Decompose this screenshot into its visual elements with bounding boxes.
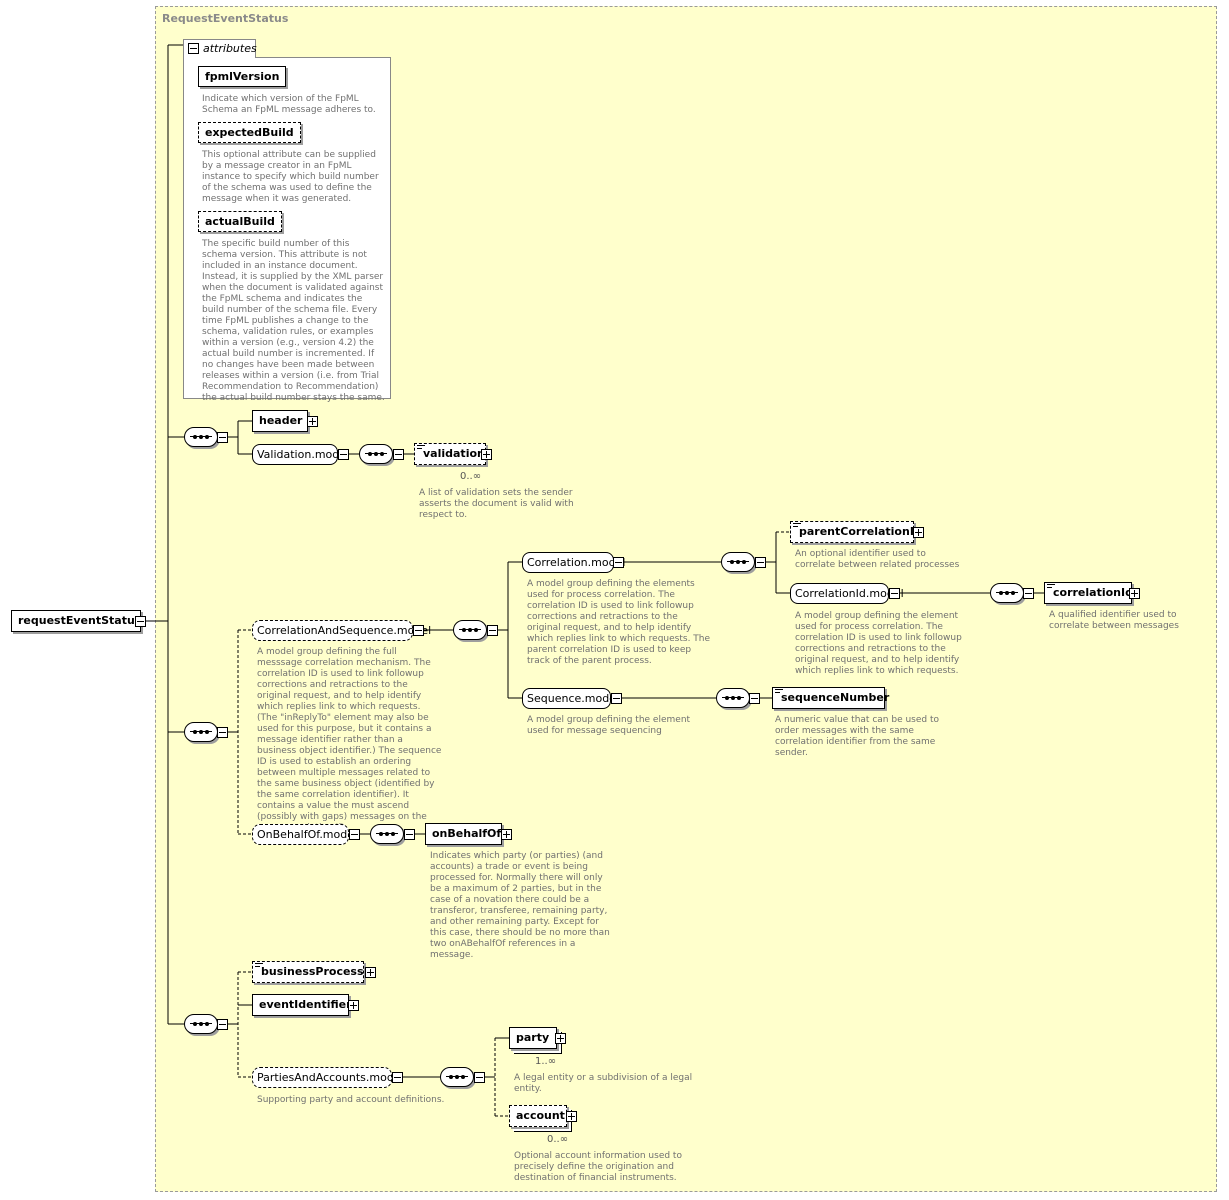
expand-icon[interactable] bbox=[365, 967, 376, 978]
group-validation-model[interactable]: Validation.model bbox=[252, 444, 349, 465]
sequence-compositor-icon[interactable] bbox=[184, 722, 218, 742]
expand-icon[interactable] bbox=[1129, 588, 1140, 599]
sequence-compositor-icon[interactable] bbox=[721, 552, 755, 572]
attribute-expectedbuild[interactable]: expectedBuild bbox=[198, 122, 301, 143]
element-account[interactable]: account bbox=[509, 1105, 567, 1127]
lines-icon bbox=[775, 689, 783, 695]
attribute-fpmlversion[interactable]: fpmlVersion bbox=[198, 66, 287, 87]
sequence-compositor-icon[interactable] bbox=[440, 1067, 474, 1087]
attribute-doc: This optional attribute can be supplied … bbox=[202, 150, 379, 204]
group-sequence-model[interactable]: Sequence.model bbox=[522, 688, 619, 709]
lines-icon bbox=[417, 445, 425, 451]
collapse-icon[interactable] bbox=[217, 727, 228, 738]
collapse-icon[interactable] bbox=[135, 616, 146, 627]
element-on-behalf-of[interactable]: onBehalfOf bbox=[425, 823, 502, 845]
element-doc: A legal entity or a subdivision of a leg… bbox=[514, 1073, 693, 1094]
collapse-icon[interactable] bbox=[413, 625, 424, 636]
root-element[interactable]: requestEventStatus bbox=[11, 610, 141, 632]
group-on-behalf-of-model[interactable]: OnBehalfOf.model bbox=[252, 824, 357, 845]
attributes-tab[interactable]: attributes bbox=[183, 39, 257, 58]
expand-icon[interactable] bbox=[913, 527, 924, 538]
collapse-icon[interactable] bbox=[393, 449, 404, 460]
group-doc: A model group defining the elements used… bbox=[527, 579, 711, 666]
group-correlation-id-model[interactable]: CorrelationId.model bbox=[790, 583, 904, 604]
cardinality: 0..∞ bbox=[460, 471, 482, 482]
lines-icon bbox=[255, 963, 263, 969]
group-doc: A model group defining the element used … bbox=[795, 611, 962, 676]
element-party[interactable]: party bbox=[509, 1027, 557, 1049]
attributes-tab-label: attributes bbox=[203, 42, 257, 55]
lines-icon bbox=[793, 523, 801, 529]
collapse-icon[interactable] bbox=[613, 557, 624, 568]
sequence-compositor-icon[interactable] bbox=[359, 444, 393, 464]
expand-icon[interactable] bbox=[481, 449, 492, 460]
element-doc: Indicates which party (or parties) (and … bbox=[430, 851, 610, 960]
collapse-icon[interactable] bbox=[392, 1072, 403, 1083]
collapse-icon[interactable] bbox=[188, 43, 199, 54]
expand-icon[interactable] bbox=[501, 829, 512, 840]
cardinality: 1..∞ bbox=[535, 1056, 557, 1067]
element-correlation-id[interactable]: correlationId bbox=[1044, 582, 1133, 604]
element-doc: Optional account information used to pre… bbox=[514, 1151, 682, 1183]
element-header[interactable]: header bbox=[252, 410, 308, 432]
group-parties-and-accounts-model[interactable]: PartiesAndAccounts.model bbox=[252, 1067, 404, 1088]
collapse-icon[interactable] bbox=[349, 829, 360, 840]
collapse-icon[interactable] bbox=[404, 829, 415, 840]
sequence-compositor-icon[interactable] bbox=[716, 688, 750, 708]
collapse-icon[interactable] bbox=[487, 625, 498, 636]
cardinality: 0..∞ bbox=[547, 1134, 569, 1145]
element-parent-correlation-id[interactable]: parentCorrelationId bbox=[790, 521, 922, 543]
element-event-identifier[interactable]: eventIdentifier bbox=[252, 994, 352, 1016]
collapse-icon[interactable] bbox=[217, 1019, 228, 1030]
collapse-icon[interactable] bbox=[889, 588, 900, 599]
collapse-icon[interactable] bbox=[611, 693, 622, 704]
expand-icon[interactable] bbox=[555, 1033, 566, 1044]
expand-icon[interactable] bbox=[307, 416, 318, 427]
element-validation[interactable]: validation bbox=[414, 443, 486, 465]
collapse-icon[interactable] bbox=[217, 432, 228, 443]
expand-icon[interactable] bbox=[348, 1000, 359, 1011]
collapse-icon[interactable] bbox=[749, 693, 760, 704]
frame-title: RequestEventStatus bbox=[162, 12, 289, 25]
element-sequence-number[interactable]: sequenceNumber bbox=[772, 687, 889, 709]
attribute-doc: The specific build number of this schema… bbox=[202, 239, 385, 403]
collapse-icon[interactable] bbox=[338, 449, 349, 460]
group-doc: A model group defining the full messsage… bbox=[257, 647, 442, 833]
attribute-doc: Indicate which version of the FpML Schem… bbox=[202, 94, 376, 115]
element-doc: A list of validation sets the sender ass… bbox=[419, 488, 574, 520]
group-correlation-and-sequence-model[interactable]: CorrelationAndSequence.model bbox=[252, 620, 431, 641]
sequence-compositor-icon[interactable] bbox=[184, 427, 218, 447]
element-doc: A qualified identifier used to correlate… bbox=[1049, 610, 1179, 631]
sequence-compositor-icon[interactable] bbox=[990, 583, 1024, 603]
lines-icon bbox=[1047, 584, 1055, 590]
element-business-process[interactable]: businessProcess bbox=[252, 961, 364, 983]
group-correlation-model[interactable]: Correlation.model bbox=[522, 552, 625, 573]
sequence-compositor-icon[interactable] bbox=[453, 620, 487, 640]
group-doc: Supporting party and account definitions… bbox=[257, 1095, 445, 1105]
expand-icon[interactable] bbox=[566, 1111, 577, 1122]
sequence-compositor-icon[interactable] bbox=[370, 824, 404, 844]
element-doc: An optional identifier used to correlate… bbox=[795, 549, 960, 570]
group-doc: A model group defining the element used … bbox=[527, 715, 691, 736]
attribute-actualbuild[interactable]: actualBuild bbox=[198, 211, 282, 232]
collapse-icon[interactable] bbox=[1023, 588, 1034, 599]
sequence-compositor-icon[interactable] bbox=[184, 1014, 218, 1034]
element-doc: A numeric value that can be used to orde… bbox=[775, 715, 939, 758]
collapse-icon[interactable] bbox=[755, 557, 766, 568]
collapse-icon[interactable] bbox=[474, 1072, 485, 1083]
